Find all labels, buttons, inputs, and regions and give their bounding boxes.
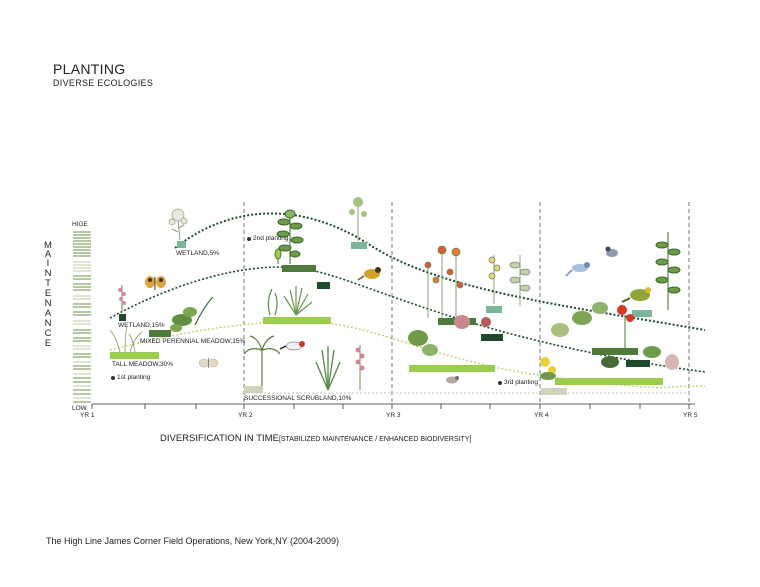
x-tick-yr2: YR 2: [238, 412, 253, 419]
y-title-letter: T: [45, 278, 51, 289]
bar-yr2-scrub: [244, 386, 263, 393]
label-wetland-5: WETLAND,5%: [176, 250, 219, 257]
x-axis-title-main: DIVERSIFICATION IN TIME: [160, 433, 279, 444]
plant-fern-yr1: [170, 296, 214, 332]
plant-tall-fern-yr4: [655, 232, 681, 310]
label-3rd-planting: 3rd planting: [504, 379, 538, 386]
plant-yellow-yr4: [540, 357, 556, 380]
bar-mixed-meadow: [149, 330, 171, 337]
bar-yr4-teal: [632, 310, 652, 317]
plant-yellow-yr3: [488, 255, 501, 304]
curve-mixed-meadow: [109, 266, 706, 373]
plant-parsley-yr2: [349, 197, 367, 241]
plant-fern-yr2: [276, 209, 304, 264]
x-tick-yr1: YR 1: [80, 412, 95, 419]
plant-pink-yr2: [355, 345, 365, 390]
bar-yr2-mid: [282, 265, 316, 272]
label-1st-planting: 1st planting: [117, 374, 151, 381]
planting-dot-2: [247, 237, 251, 241]
bar-yr3-teal: [486, 306, 502, 313]
bird-woodpecker-yr2: [279, 341, 305, 351]
butterfly-2: [198, 358, 219, 368]
x-tick-yr5: YR 5: [683, 412, 698, 419]
y-title-letter: C: [44, 328, 52, 339]
y-top-label: HIGE: [72, 221, 88, 228]
y-title-letter: N: [44, 318, 52, 329]
butterfly-1: [145, 276, 166, 290]
bar-yr2-light: [263, 317, 331, 324]
bird-yellow-yr2: [357, 267, 381, 281]
y-bottom-label: LOW: [72, 405, 87, 412]
plant-red-lily-yr4: [617, 305, 634, 348]
planting-dot-1: [111, 376, 115, 380]
label-scrubland: SUCCESSIONAL SCRUBLAND,10%: [244, 395, 352, 402]
bar-wetland-15: [119, 314, 126, 321]
label-mixed-meadow: MIXED PERENNIAL MEADOW,15%: [140, 338, 246, 345]
bird-blue-yr4: [565, 262, 590, 277]
y-title-letter: N: [44, 298, 52, 309]
plant-yarrow: [168, 208, 188, 241]
bar-yr2-dark: [317, 282, 330, 289]
bar-yr3-dark: [481, 334, 503, 341]
bird-parrot-yr4: [621, 287, 651, 303]
page-title: PLANTING: [53, 61, 126, 77]
bar-yr4-scrub: [541, 388, 567, 395]
plant-shrub-yr4: [551, 302, 679, 370]
y-title-letter: E: [44, 288, 52, 299]
plant-agave-yr2: [315, 346, 341, 391]
plant-shrub-yr3: [408, 315, 491, 356]
bar-tall-meadow: [110, 352, 159, 359]
bar-yr4-light: [555, 378, 663, 385]
bird-grey-yr4: [605, 246, 618, 257]
x-axis-title: DIVERSIFICATION IN TIME[STABILIZED MAINT…: [160, 433, 471, 444]
plant-fern-yr3: [509, 255, 531, 306]
plant-illustrations: [109, 197, 681, 391]
figure-caption: The High Line James Corner Field Operati…: [46, 536, 339, 546]
y-title-letter: E: [44, 338, 52, 349]
bar-yr4-dark: [626, 360, 650, 367]
plant-leaves-yr2: [267, 288, 278, 316]
y-title-letter: N: [44, 268, 52, 279]
bar-wetland-5: [177, 241, 186, 248]
bar-yr4-mid: [592, 348, 638, 355]
label-wetland-15: WETLAND,15%: [118, 322, 165, 329]
plant-palm-tree-yr2: [243, 335, 281, 386]
curve-tall-meadow: [109, 321, 706, 389]
plant-palm-yr2: [283, 286, 313, 316]
plant-grass-yr1: [109, 325, 143, 353]
maintenance-gauge: [73, 231, 91, 403]
plant-pink-spike: [118, 285, 126, 312]
plant-sprout-yr2: [274, 248, 282, 264]
bar-yr3-light: [409, 365, 495, 372]
y-title-letter: A: [44, 308, 52, 319]
x-tick-yr4: YR 4: [534, 412, 549, 419]
y-title-letter: I: [46, 258, 50, 269]
label-tall-meadow: TALL MEADOW,30%: [112, 361, 174, 368]
year-dividers: [243, 202, 690, 404]
bird-sparrow-yr3: [446, 376, 459, 384]
y-title-letter: M: [44, 240, 52, 251]
bar-yr2-teal: [351, 242, 367, 249]
plant-red-flowers-yr3: [424, 245, 464, 318]
label-2nd-planting: 2nd planting: [253, 235, 289, 242]
x-axis: [91, 403, 695, 409]
x-axis-title-sub: [STABILIZED MAINTENANCE / ENHANCED BIODI…: [278, 436, 472, 443]
page-subtitle: DIVERSE ECOLOGIES: [53, 78, 154, 88]
x-tick-yr3: YR 3: [386, 412, 401, 419]
y-title-letter: A: [44, 249, 52, 260]
planting-dot-3: [498, 381, 502, 385]
